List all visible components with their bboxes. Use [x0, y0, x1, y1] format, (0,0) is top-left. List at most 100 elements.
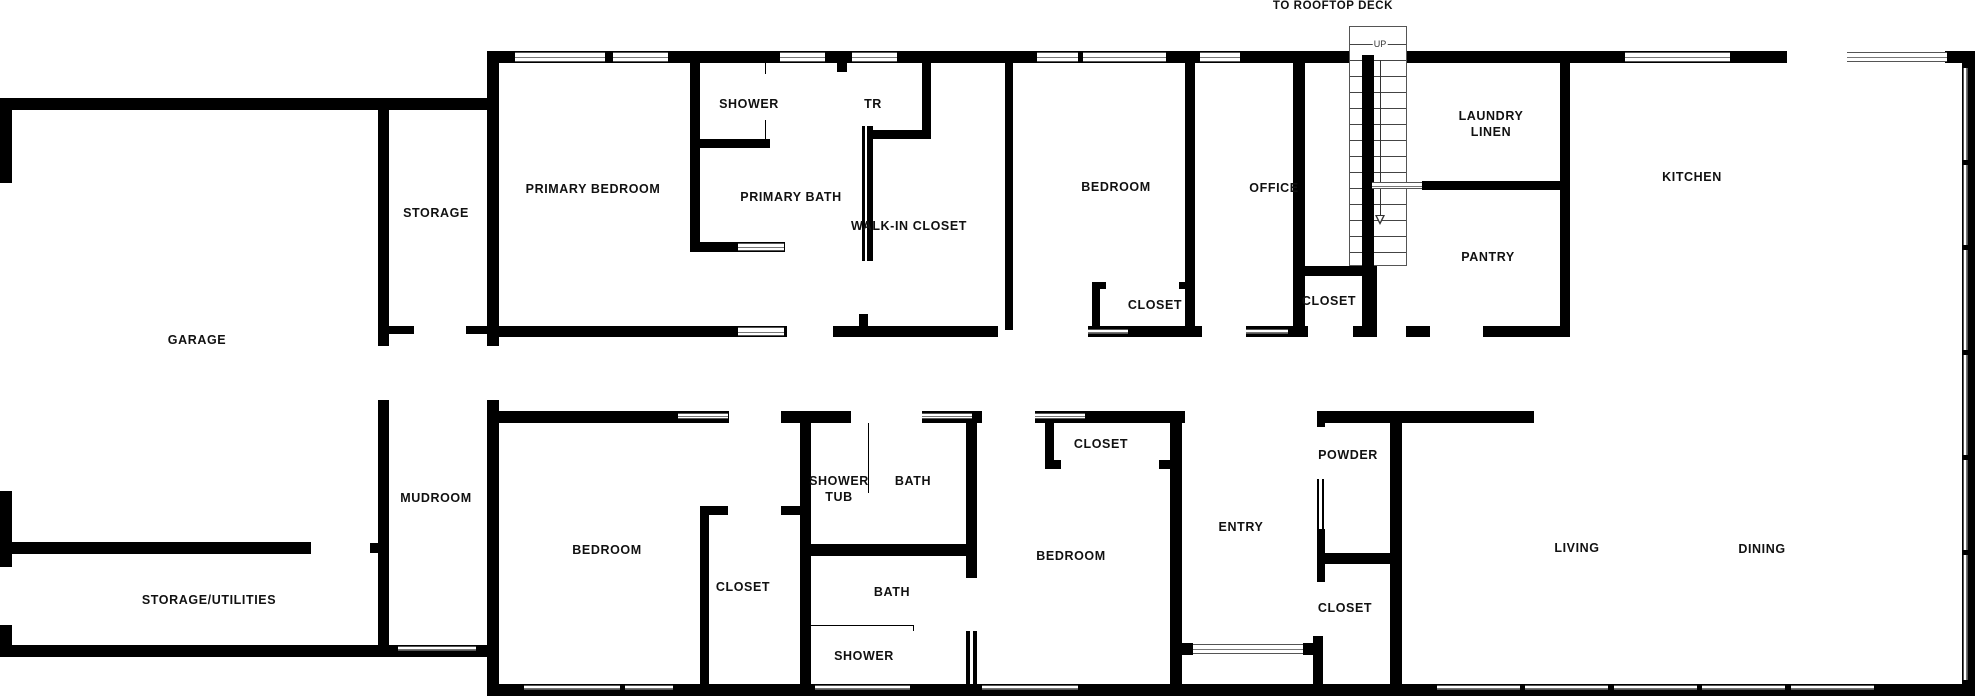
wall-bedroom-closet-stub	[1159, 460, 1177, 469]
wall-bath-north	[781, 411, 851, 423]
wall-bedroom-closet-west	[1092, 282, 1100, 332]
wall-bedroom-north-south	[1088, 326, 1202, 337]
shower-glass	[810, 625, 914, 626]
window	[780, 52, 825, 62]
window	[1437, 685, 1520, 690]
window	[982, 685, 1078, 690]
wall-pantry-south	[1483, 326, 1570, 337]
room-label-closet: CLOSET	[1301, 294, 1357, 308]
mudroom-door	[398, 646, 476, 651]
wall-entry-door-right	[1303, 643, 1316, 655]
wall-entry-closet-west	[1313, 636, 1323, 696]
wall-bath-divider	[808, 544, 968, 556]
sliding-door	[1035, 413, 1085, 419]
room-label-garage: GARAGE	[167, 333, 227, 347]
wall-bedroom-sw-north	[487, 411, 729, 423]
wall-bath-east	[966, 420, 977, 578]
room-label-mudroom: MUDROOM	[400, 491, 472, 505]
shower-glass	[765, 62, 766, 74]
wall-powder-north	[1317, 411, 1534, 423]
stair-direction-arrow	[1380, 60, 1381, 220]
room-label-living: LIVING	[1554, 541, 1600, 555]
wall-powder-closet-divider	[1317, 553, 1392, 564]
wall-laundry-pantry	[1422, 181, 1562, 190]
wall-tr-east	[922, 60, 931, 139]
wall-closet-jamb	[859, 314, 868, 328]
wall-west-block	[487, 400, 499, 696]
room-label-closet: CLOSET	[1127, 298, 1183, 312]
wall-closet-sw-stub-right	[781, 506, 801, 515]
window	[1963, 460, 1968, 550]
wall-closet-sw-stub	[700, 506, 728, 515]
shower-glass	[765, 120, 766, 140]
stair-arrow-head-icon	[1375, 215, 1385, 225]
wall-bath-west	[800, 411, 811, 691]
window	[1847, 52, 1947, 62]
door-jamb	[973, 631, 977, 686]
room-label-tr: TR	[864, 97, 882, 111]
window	[524, 685, 620, 690]
wall-storage-west	[378, 108, 389, 346]
room-label-closet: CLOSET	[715, 580, 771, 594]
wall-shower-south	[698, 139, 770, 148]
window	[1963, 68, 1968, 160]
room-label-bedroom: BEDROOM	[1081, 180, 1151, 194]
wall-primary-bath-west	[690, 60, 700, 250]
window	[1614, 685, 1697, 690]
wall-utilities-north	[0, 542, 311, 554]
window	[1963, 355, 1968, 455]
room-label-primary-bedroom: PRIMARY BEDROOM	[525, 182, 661, 196]
room-label-entry: ENTRY	[1218, 520, 1264, 534]
room-label-shower-tub: SHOWER TUB	[809, 474, 869, 504]
wall-powder-east	[1390, 411, 1402, 696]
window	[613, 52, 668, 62]
room-label-powder: POWDER	[1318, 448, 1378, 462]
wall-bedroom-closet-stub	[1092, 282, 1106, 289]
wall-stub	[837, 60, 847, 72]
sliding-door	[1246, 329, 1288, 334]
shower-glass	[868, 423, 869, 493]
wall-bedroom-closet-stub	[1179, 282, 1187, 289]
window	[852, 52, 897, 62]
wall-tr-south	[867, 130, 931, 139]
shower-glass	[913, 625, 914, 631]
wall-garage-north	[0, 98, 490, 110]
window	[1963, 555, 1968, 680]
room-label-dining: DINING	[1738, 542, 1786, 556]
wall-closet-east	[1005, 60, 1013, 330]
door-jamb	[862, 126, 865, 261]
room-label-storage: STORAGE	[403, 206, 469, 220]
rooftop-deck-annotation: TO ROOFTOP DECK	[1272, 0, 1394, 12]
sliding-door	[1372, 182, 1422, 189]
room-label-office: OFFICE	[1249, 181, 1299, 195]
wall-closet-west	[867, 126, 873, 261]
room-label-walk-in-closet: WALK-IN CLOSET	[850, 219, 968, 233]
window	[1083, 52, 1166, 62]
wall-pantry-south-stub	[1406, 326, 1430, 337]
entry-door	[1193, 644, 1303, 654]
sliding-door	[922, 413, 972, 419]
door-jamb	[966, 631, 970, 686]
door-jamb	[1322, 479, 1324, 529]
window	[625, 685, 673, 690]
window	[1791, 685, 1874, 690]
wall-utilities-west-upper	[0, 491, 12, 567]
wall-stairs-south	[1303, 266, 1368, 276]
wall-bedroom-closet	[1045, 420, 1054, 468]
wall-primary-bath-south	[690, 242, 785, 252]
wall-primary-south	[487, 326, 787, 337]
window	[515, 52, 605, 62]
room-label-closet: CLOSET	[1317, 601, 1373, 615]
window	[1200, 52, 1240, 62]
room-label-closet: CLOSET	[1073, 437, 1129, 451]
room-label-laundry-linen: LAUNDRY LINEN	[1458, 109, 1524, 139]
wall-laundry-east	[1560, 55, 1570, 337]
staircase	[1349, 26, 1407, 266]
room-label-shower: SHOWER	[719, 97, 779, 111]
wall-stairs-west	[1293, 51, 1305, 337]
room-label-shower: SHOWER	[834, 649, 894, 663]
wall-utilities-south	[0, 645, 490, 657]
wall-garage-west-upper	[0, 98, 12, 183]
window	[1625, 52, 1730, 62]
